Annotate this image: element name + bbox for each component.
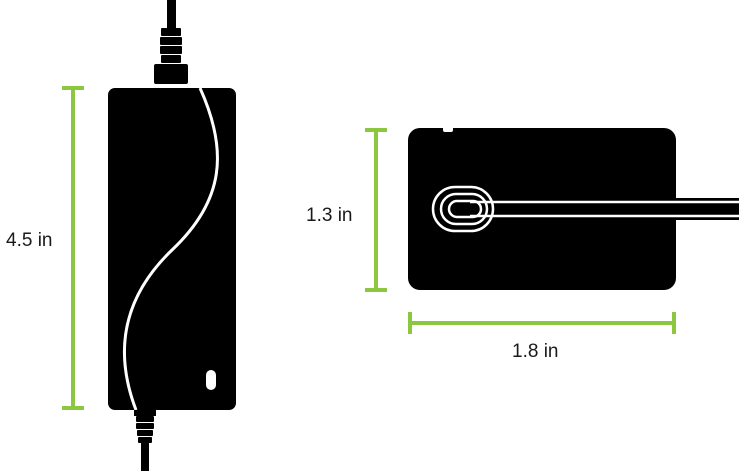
- adapter-side-view: [408, 125, 739, 290]
- width-label: 1.8 in: [512, 341, 559, 362]
- body-curve: [122, 87, 219, 411]
- adapter-front-view: [108, 0, 236, 471]
- depth-label: 1.3 in: [306, 205, 353, 226]
- side-notch: [443, 125, 453, 132]
- height-dimension-line: [62, 86, 84, 410]
- bottom-strain-relief: [134, 410, 156, 443]
- height-label: 4.5 in: [6, 230, 53, 251]
- width-dimension-line: [408, 312, 676, 334]
- depth-dimension-line: [365, 128, 387, 292]
- side-cable: [470, 198, 739, 220]
- led-indicator: [206, 370, 216, 390]
- bottom-cable: [141, 443, 149, 471]
- top-strain-relief: [154, 28, 188, 84]
- cable-entry-loops: [431, 185, 495, 233]
- top-cable: [167, 0, 176, 30]
